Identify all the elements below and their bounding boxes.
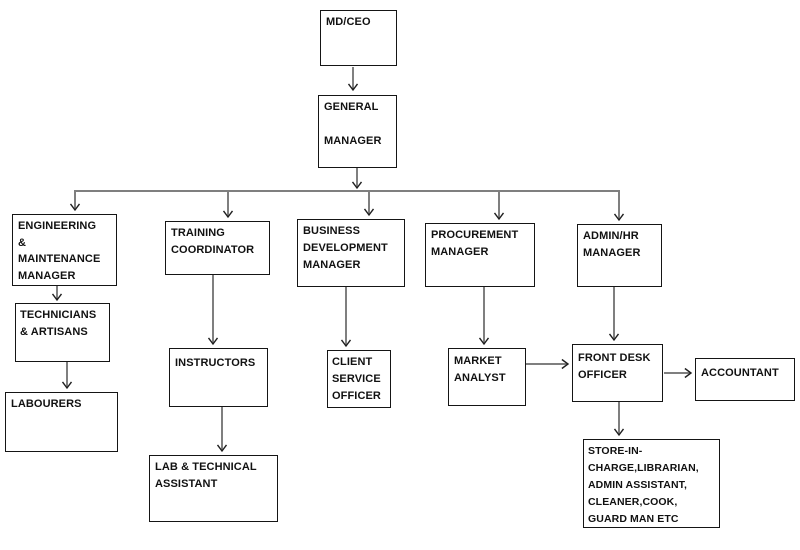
- node-labourers: LABOURERS: [5, 392, 118, 452]
- node-instructors: INSTRUCTORS: [169, 348, 268, 407]
- node-general-manager: GENERAL MANAGER: [318, 95, 397, 168]
- node-accountant: ACCOUNTANT: [695, 358, 795, 401]
- node-training-coordinator: TRAINING COORDINATOR: [165, 221, 270, 275]
- node-business-development-manager: BUSINESS DEVELOPMENT MANAGER: [297, 219, 405, 287]
- node-procurement-manager: PROCUREMENT MANAGER: [425, 223, 535, 287]
- node-md-ceo: MD/CEO: [320, 10, 397, 66]
- node-admin-hr-manager: ADMIN/HR MANAGER: [577, 224, 662, 287]
- node-technicians-artisans: TECHNICIANS & ARTISANS: [15, 303, 110, 362]
- node-lab-technical-assistant: LAB & TECHNICAL ASSISTANT: [149, 455, 278, 522]
- node-market-analyst: MARKET ANALYST: [448, 348, 526, 406]
- node-engineering-maintenance-manager: ENGINEERING & MAINTENANCE MANAGER: [12, 214, 117, 286]
- node-store-in-charge-group: STORE-IN- CHARGE,LIBRARIAN, ADMIN ASSIST…: [583, 439, 720, 528]
- node-front-desk-officer: FRONT DESK OFFICER: [572, 344, 663, 402]
- node-client-service-officer: CLIENT SERVICE OFFICER: [327, 350, 391, 408]
